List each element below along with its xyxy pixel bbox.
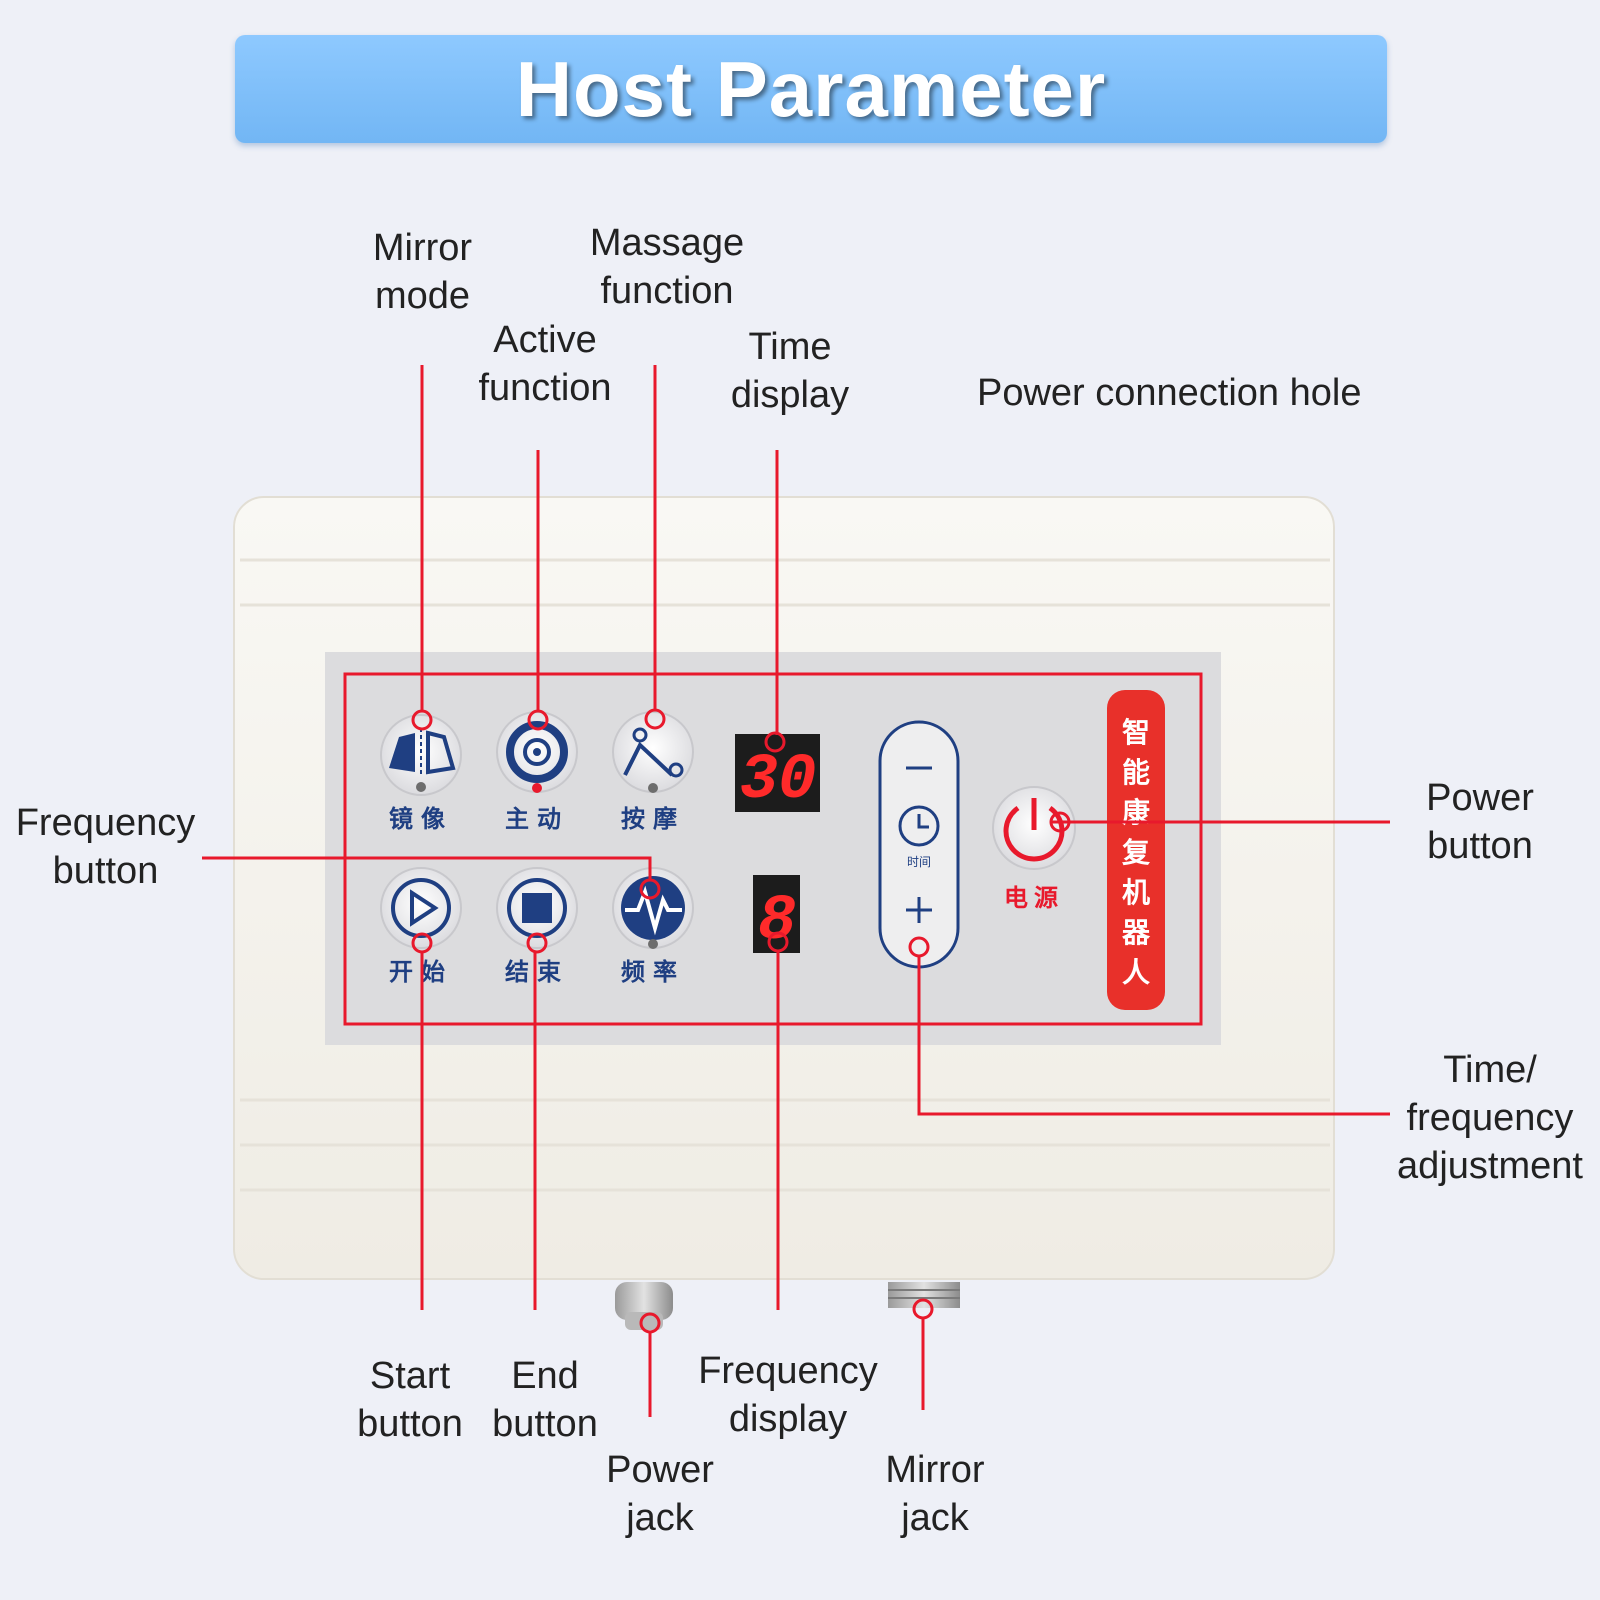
frequency-cn-label: 频率 xyxy=(621,958,685,986)
label-line: Mirror xyxy=(372,227,473,269)
waveform-icon xyxy=(625,885,682,936)
marker-power-button xyxy=(1049,811,1071,833)
label-start-button: Start button xyxy=(345,1352,475,1448)
stop-icon xyxy=(522,893,552,923)
label-time-frequency-adjustment: Time/ frequency adjustment xyxy=(1385,1046,1595,1190)
label-line: jack xyxy=(901,1497,969,1539)
label-line: Massage xyxy=(589,222,745,264)
label-line: adjustment xyxy=(1397,1145,1583,1187)
brand-char: 康 xyxy=(1122,796,1151,829)
play-icon xyxy=(410,889,439,927)
massage-icon xyxy=(623,741,674,777)
end-cn-label: 结束 xyxy=(505,958,569,986)
label-line: Mirror xyxy=(885,1449,985,1491)
label-line: display xyxy=(730,374,850,416)
leader-frequency-button xyxy=(202,856,652,880)
marker-end-button xyxy=(526,932,548,954)
label-power-jack: Power jack xyxy=(590,1446,730,1542)
target-icon xyxy=(506,721,568,783)
marker-massage-function xyxy=(644,708,666,730)
time-frequency-adjuster[interactable]: 时间 xyxy=(878,720,960,969)
marker-mirror-jack xyxy=(912,1298,934,1320)
time-value: 30 xyxy=(740,745,817,817)
massage-cn-label: 按摩 xyxy=(621,805,685,833)
label-line: End xyxy=(511,1355,579,1397)
marker-frequency-display xyxy=(767,931,789,953)
label-line: function xyxy=(600,270,734,312)
label-line: Time xyxy=(748,326,832,368)
active-cn-label: 主动 xyxy=(505,805,569,833)
marker-mirror-mode xyxy=(411,709,433,731)
marker-time-frequency-adjustment xyxy=(908,936,930,958)
massage-function-button[interactable] xyxy=(612,711,694,793)
page-title: Host Parameter xyxy=(515,44,1107,133)
leader-lines xyxy=(202,365,1390,1417)
mirror-mode-button[interactable] xyxy=(380,714,462,796)
label-frequency-button: Frequency button xyxy=(8,799,203,895)
label-mirror-mode: Mirror mode xyxy=(355,224,490,320)
label-power-button: Power button xyxy=(1400,774,1560,870)
frequency-button[interactable] xyxy=(612,867,694,949)
clock-icon xyxy=(898,805,940,847)
label-line: Frequency xyxy=(15,802,196,844)
label-line: function xyxy=(478,367,612,409)
power-cn-label: 电源 xyxy=(1004,884,1064,912)
label-massage-function: Massage function xyxy=(572,219,762,315)
label-line: Start xyxy=(369,1355,451,1397)
label-power-connection-hole: Power connection hole xyxy=(977,372,1362,414)
leader-time-frequency-adjustment xyxy=(917,956,1390,1116)
brand-char: 机 xyxy=(1122,876,1150,909)
start-button[interactable] xyxy=(380,867,462,949)
label-line: Active xyxy=(493,319,597,361)
title-banner: Host Parameter xyxy=(235,35,1387,143)
label-line: button xyxy=(492,1403,598,1445)
power-button[interactable] xyxy=(992,786,1076,870)
frequency-value: 8 xyxy=(758,886,796,958)
mirror-icon xyxy=(389,733,415,772)
brand-char: 复 xyxy=(1122,836,1150,869)
time-display: 30 xyxy=(735,734,820,817)
mirror-jack xyxy=(888,1282,960,1308)
brand-char: 智 xyxy=(1122,716,1150,749)
time-cn-label: 时间 xyxy=(907,855,931,869)
marker-active-function xyxy=(527,709,549,731)
power-icon xyxy=(1003,805,1065,862)
label-line: Power xyxy=(1426,777,1534,819)
brand-char: 人 xyxy=(1122,956,1150,989)
label-line: Time/ xyxy=(1443,1049,1537,1091)
brand-char: 能 xyxy=(1122,756,1150,789)
frequency-display: 8 xyxy=(753,875,800,958)
marker-start-button xyxy=(411,932,433,954)
label-line: button xyxy=(1427,825,1533,867)
active-function-button[interactable] xyxy=(496,711,578,793)
mirror-cn-label: 镜像 xyxy=(389,805,453,833)
label-line: button xyxy=(52,850,159,892)
marker-frequency-button xyxy=(639,878,661,900)
label-end-button: End button xyxy=(480,1352,610,1448)
brand-char: 器 xyxy=(1121,916,1151,949)
label-active-function: Active function xyxy=(450,316,640,412)
marker-power-jack xyxy=(639,1312,661,1334)
label-line: mode xyxy=(374,275,471,317)
label-line: frequency xyxy=(1406,1097,1574,1139)
end-button[interactable] xyxy=(496,867,578,949)
start-cn-label: 开始 xyxy=(389,958,453,986)
power-jack xyxy=(615,1282,673,1330)
label-line: Power xyxy=(606,1449,714,1491)
label-line: display xyxy=(728,1398,848,1440)
label-line: Frequency xyxy=(698,1350,878,1392)
marker-time-display xyxy=(764,731,786,753)
label-frequency-display: Frequency display xyxy=(688,1347,888,1443)
brand-strip: 智 能 康 复 机 器 人 xyxy=(1107,690,1165,1010)
label-mirror-jack: Mirror jack xyxy=(865,1446,1005,1542)
control-panel xyxy=(325,652,1221,1045)
label-time-display: Time display xyxy=(705,323,875,419)
label-line: button xyxy=(357,1403,463,1445)
label-line: jack xyxy=(626,1497,694,1539)
